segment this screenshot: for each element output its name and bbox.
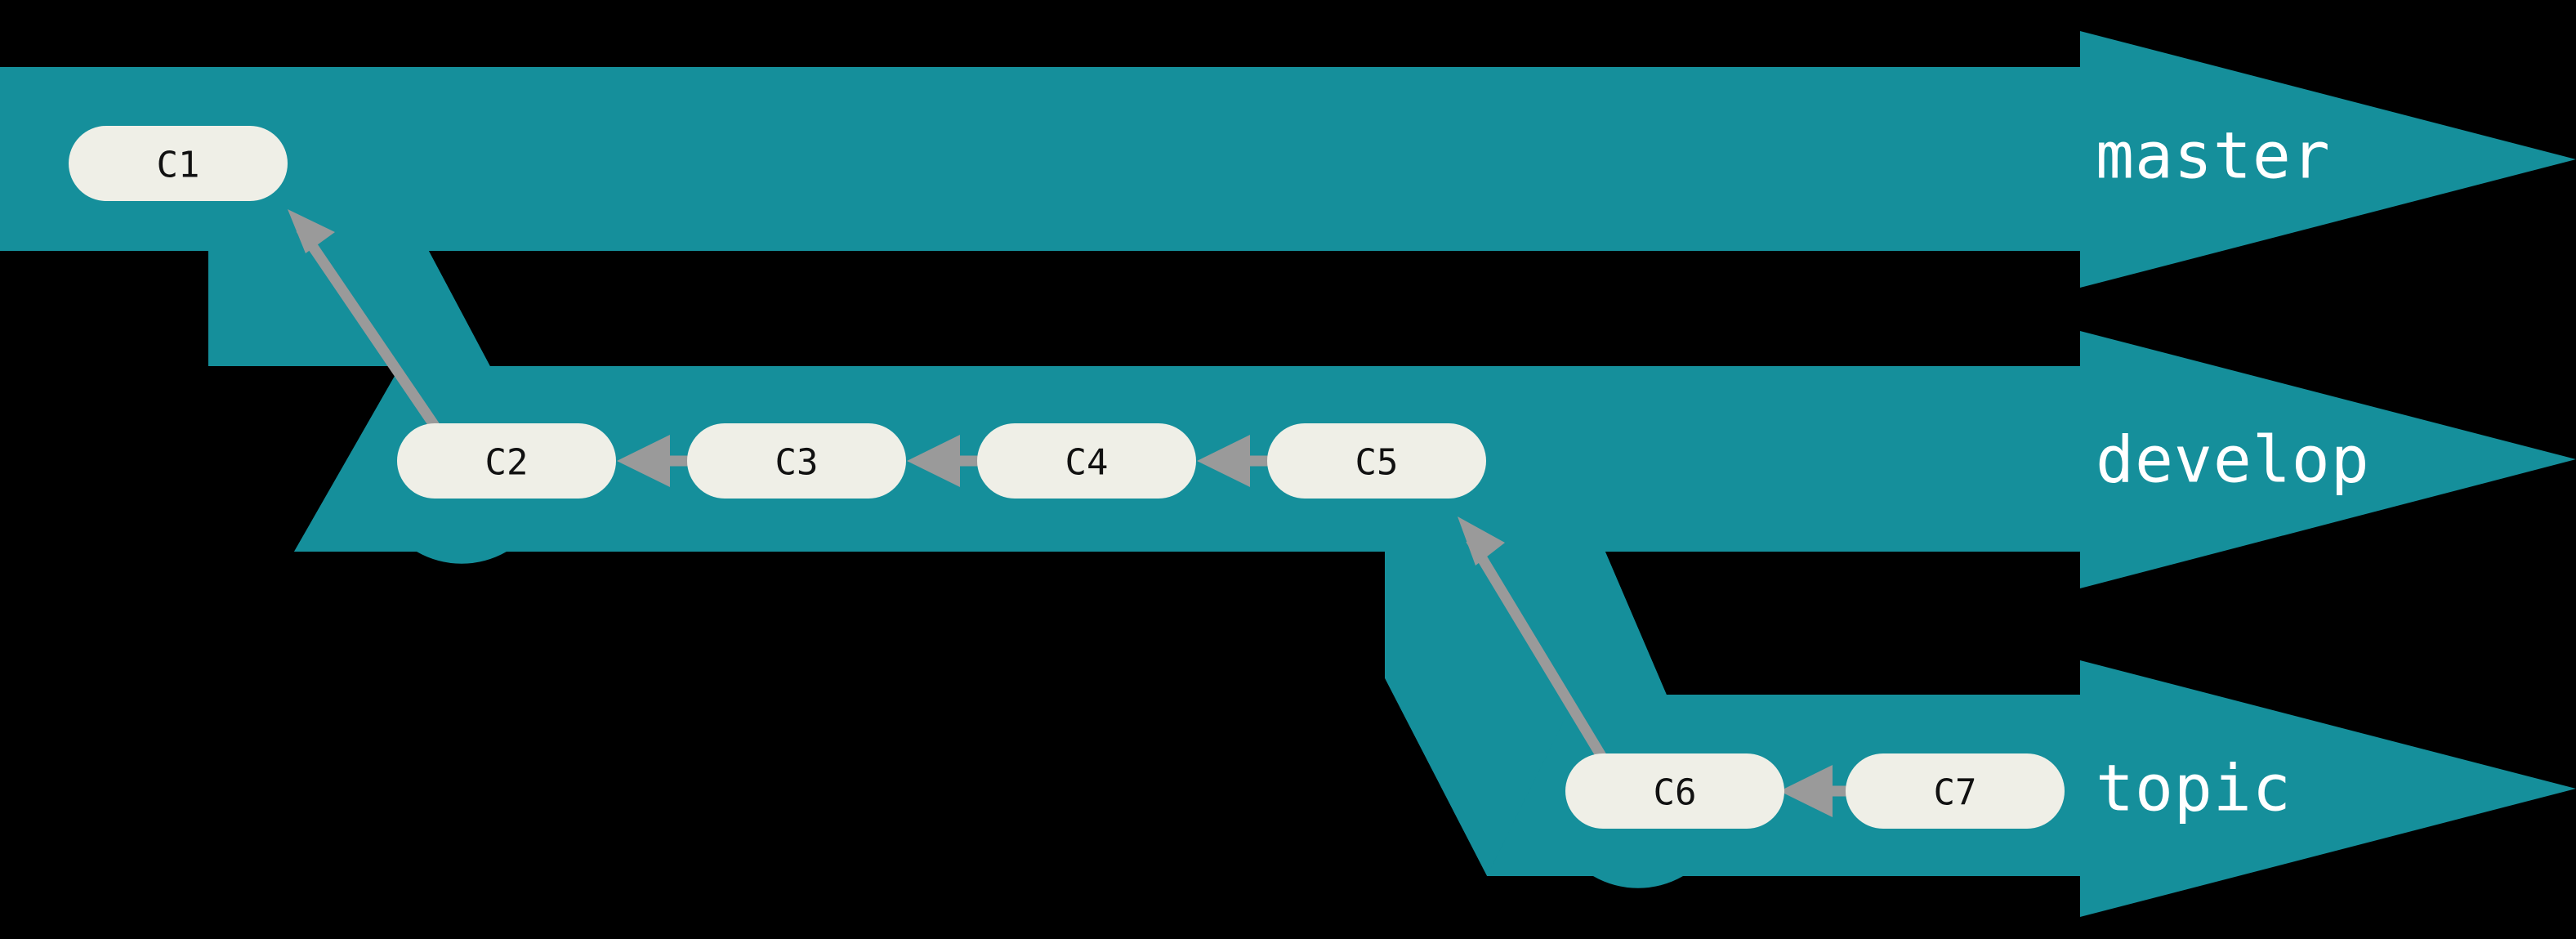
connector-develop-to-topic [1385, 552, 1667, 695]
arrow-c6-to-c5 [1458, 516, 1609, 763]
commit-node-c2-shape[interactable] [397, 423, 616, 499]
commit-node-c3[interactable]: C3 [687, 423, 906, 499]
commit-node-c5-shape[interactable] [1267, 423, 1486, 499]
commit-node-c7-label: C7 [1934, 772, 1977, 814]
gap-develop-topic [1605, 552, 2080, 695]
commit-node-c4-label: C4 [1065, 442, 1109, 484]
branch-labels: master develop topic [2096, 119, 2370, 825]
commit-node-c1-shape[interactable] [69, 126, 288, 201]
arrow-c5-to-c4 [1197, 435, 1273, 487]
arrow-c7-to-c6 [1779, 765, 1848, 817]
commit-node-c5-label: C5 [1355, 442, 1399, 484]
branch-arrowheads [2080, 31, 2576, 917]
branch-band-master [0, 67, 2080, 552]
commit-node-c4[interactable]: C4 [977, 423, 1196, 499]
commit-node-c1-label: C1 [157, 145, 200, 186]
gap-master-develop [429, 251, 2080, 366]
arrow-c4-to-c3 [907, 435, 983, 487]
branch-label-master: master [2096, 119, 2331, 193]
commit-node-c2-label: C2 [485, 442, 529, 484]
branch-arm-develop-left-trim [208, 366, 400, 552]
branch-band-master-cutout [0, 251, 208, 552]
branch-label-topic: topic [2096, 752, 2292, 825]
commit-node-c6[interactable]: C6 [1565, 753, 1784, 829]
branch-bands [0, 67, 2080, 939]
commit-node-c2[interactable]: C2 [397, 423, 616, 499]
branch-arrowhead-topic [2080, 660, 2576, 917]
commit-node-c6-label: C6 [1654, 772, 1697, 814]
arrow-c2-to-c1 [288, 209, 443, 434]
commit-node-c7-shape[interactable] [1846, 753, 2065, 829]
commit-node-c7[interactable]: C7 [1846, 753, 2065, 829]
branch-shoulder-master-develop [208, 251, 490, 366]
branch-arm-topic-trim [1385, 678, 1577, 939]
commit-node-c3-label: C3 [775, 442, 819, 484]
commit-node-c1[interactable]: C1 [69, 126, 288, 201]
commit-node-c4-shape[interactable] [977, 423, 1196, 499]
commit-nodes: C1 C2 C3 C4 C5 C6 [69, 126, 2065, 829]
branch-arrowhead-develop [2080, 331, 2576, 588]
branch-label-develop: develop [2096, 423, 2370, 497]
arrow-c3-to-c2 [617, 435, 693, 487]
parent-pointer-arrows [288, 209, 1848, 817]
commit-node-c6-shape[interactable] [1565, 753, 1784, 829]
commit-node-c3-shape[interactable] [687, 423, 906, 499]
branch-arrowhead-master [2080, 31, 2576, 288]
commit-node-c5[interactable]: C5 [1267, 423, 1486, 499]
